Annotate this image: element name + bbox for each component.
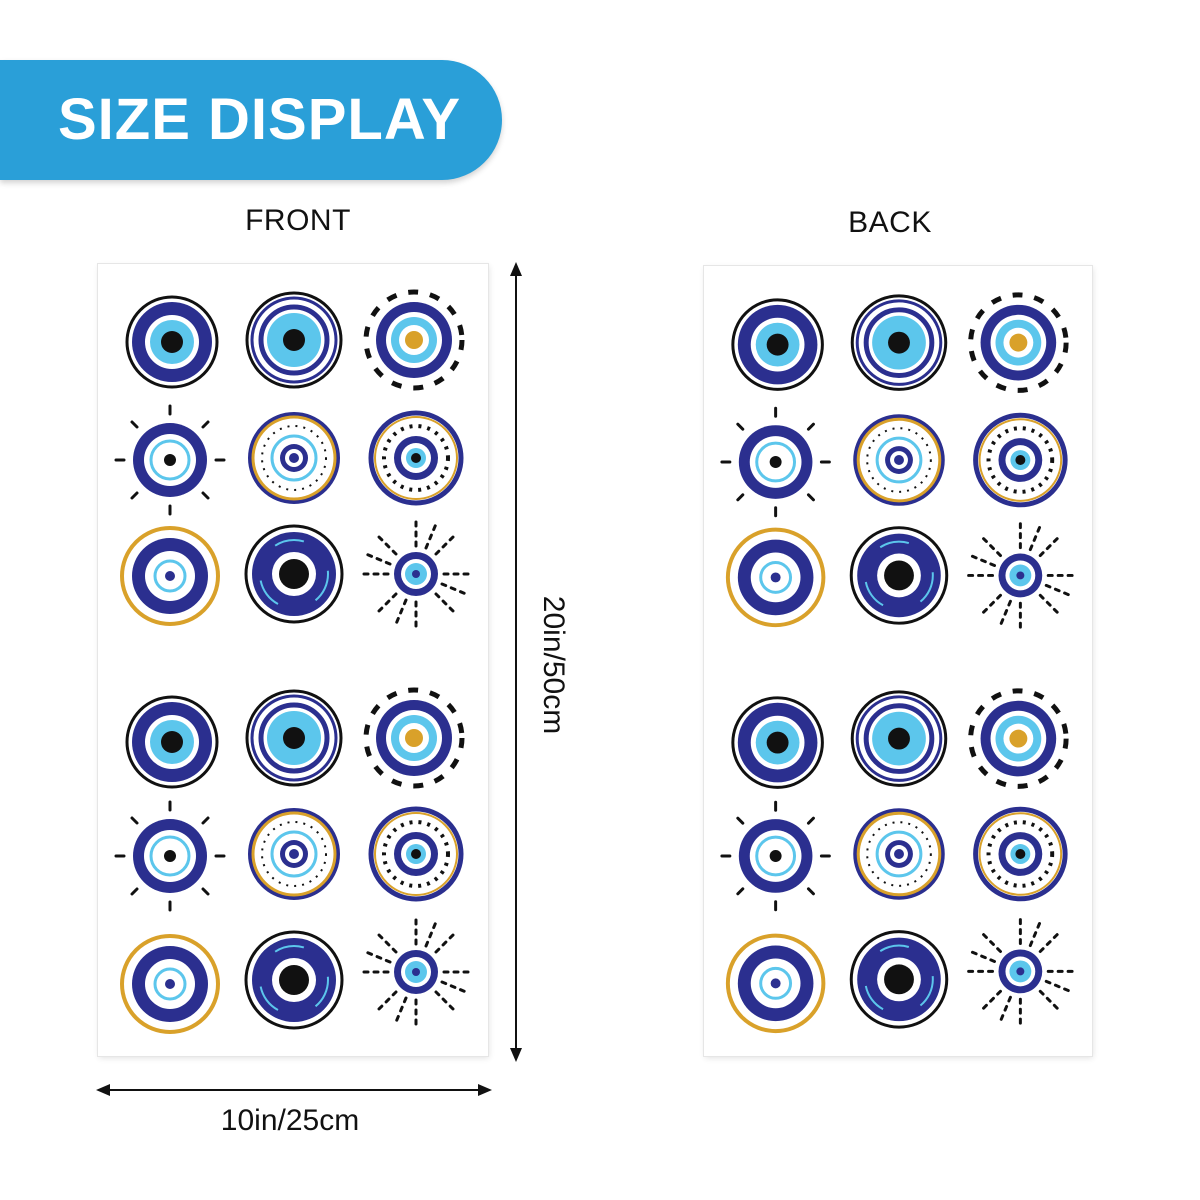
height-dimension-arrow [510,262,522,1062]
front-panel [98,264,488,1056]
back-label: BACK [848,206,932,239]
width-dimension-arrow [96,1084,492,1096]
width-label: 10in/25cm [220,1104,360,1137]
back-evil-eye-pattern [720,266,1076,1034]
front-evil-eye-pattern [114,264,472,1034]
front-label: FRONT [245,204,351,237]
height-label: 20in/50cm [537,595,570,735]
back-panel [704,266,1092,1056]
size-display-banner: SIZE DISPLAY [0,60,502,180]
banner-title: SIZE DISPLAY [58,87,462,152]
